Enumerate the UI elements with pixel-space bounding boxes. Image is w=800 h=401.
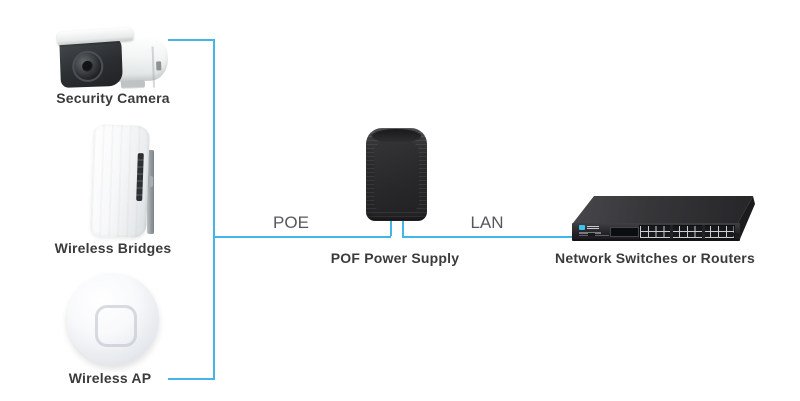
bullet-camera-icon (56, 26, 171, 92)
ceiling-ap-icon (67, 273, 159, 365)
switch-port-grid (639, 225, 735, 239)
switch-brand-logo (579, 225, 585, 230)
network-switches-label: Network Switches or Routers (555, 250, 755, 266)
switch-display (610, 227, 639, 237)
lan-label: LAN (470, 213, 504, 232)
security-camera-label: Security Camera (56, 90, 170, 106)
psu-top-face (372, 129, 421, 143)
camera-seam (151, 46, 156, 88)
switch-foot (732, 233, 739, 236)
pof-power-supply-label: POF Power Supply (330, 250, 460, 266)
bridge-mount-pole (147, 150, 154, 234)
psu-output-stub-line (402, 220, 404, 236)
camera-lens-aperture (82, 60, 94, 73)
ap-center-ring (95, 305, 137, 347)
wireless-ap-label: Wireless AP (68, 370, 152, 386)
trunk-line (213, 39, 215, 380)
port-group-divider (670, 225, 673, 239)
camera-connector-line (168, 39, 214, 41)
switch-brand-text (587, 226, 599, 229)
poe-line (213, 236, 391, 238)
switch-top-face (573, 196, 753, 223)
ap-connector-line (168, 378, 215, 380)
psu-input-stub-line (390, 220, 392, 236)
camera-lens (71, 50, 104, 83)
switch-24port-icon (563, 194, 757, 246)
lan-line (402, 236, 573, 238)
wireless-bridges-label: Wireless Bridges (54, 240, 172, 256)
camera-bracket (120, 79, 145, 88)
outdoor-cpe-icon (90, 124, 162, 240)
poe-label: POE (273, 213, 309, 232)
camera-connector (156, 61, 162, 71)
power-adapter-icon (366, 128, 427, 221)
switch-foot (588, 233, 595, 236)
psu-body (374, 142, 419, 212)
switch-front-face (572, 223, 740, 241)
port-group-divider (702, 225, 705, 239)
